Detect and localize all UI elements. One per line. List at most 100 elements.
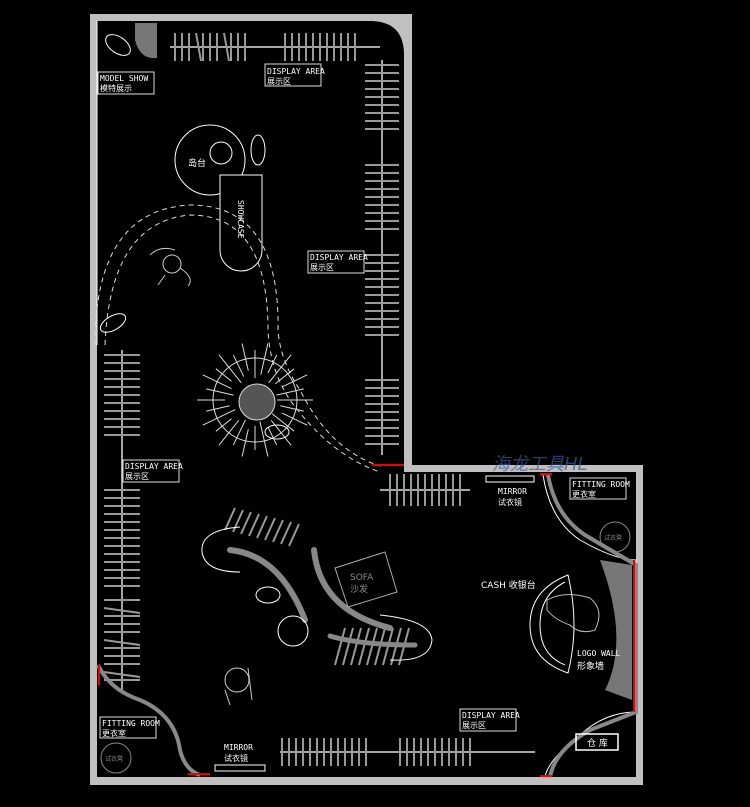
showcase <box>219 174 263 272</box>
label-mirror: MIRROR <box>224 743 253 752</box>
rack-bar <box>268 354 292 384</box>
rack-bar <box>215 418 232 432</box>
rack-bar <box>241 343 249 371</box>
rack-bar <box>202 409 236 426</box>
rack-bar <box>264 517 276 541</box>
mirror <box>214 764 266 772</box>
fitting-stool <box>100 742 132 774</box>
model-figure-icon <box>264 424 290 440</box>
rack-bar <box>267 354 278 374</box>
svg-text:更衣室: 更衣室 <box>102 728 126 738</box>
rack-bar <box>267 426 278 446</box>
cash-counter <box>529 574 575 674</box>
rack-bar <box>206 405 230 412</box>
label-sofa-cn: 沙发 <box>350 583 368 595</box>
rack-bar <box>288 523 300 547</box>
island-table <box>174 124 246 196</box>
rack-bar <box>260 343 269 375</box>
svg-text:展示区: 展示区 <box>125 472 149 481</box>
label-mirror: MIRROR <box>498 487 527 496</box>
rack-bar <box>223 32 230 62</box>
cash-counter-inner <box>539 581 566 666</box>
model-figure-icon <box>105 34 131 56</box>
svg-text:展示区: 展示区 <box>462 721 486 730</box>
rack-bar <box>280 405 304 412</box>
rack-bar <box>206 388 234 396</box>
rack-bar <box>281 374 308 388</box>
rack-bar <box>350 627 362 666</box>
rack-bar <box>334 627 346 666</box>
fitting-room-left-wall <box>96 664 210 777</box>
mirror <box>485 475 535 483</box>
label-sofa: SOFA <box>350 573 374 583</box>
rack-bar <box>232 419 246 446</box>
label-storage: 仓 库 <box>575 733 619 751</box>
svg-text:DISPLAY AREA: DISPLAY AREA <box>125 462 183 471</box>
rack-bar <box>272 519 284 543</box>
rack-bar <box>218 420 240 446</box>
rack-bar <box>218 354 242 384</box>
rack-bar <box>241 429 249 457</box>
label-model-show: MODEL SHOW 模特展示 <box>97 71 155 95</box>
rack-bar <box>281 412 308 426</box>
rack-bar <box>276 388 304 396</box>
island-inner-circle <box>209 141 233 165</box>
fitting-stool <box>599 521 631 553</box>
label-mirror-cn: 试衣镜 <box>498 497 522 507</box>
person-figure-icon <box>149 247 191 287</box>
label-display-area: DISPLAY AREA 展示区 <box>459 708 520 732</box>
rack-bar <box>358 627 370 666</box>
person-figure-icon <box>224 667 253 706</box>
model-show-platform <box>135 23 157 59</box>
svg-text:DISPLAY AREA: DISPLAY AREA <box>267 67 325 76</box>
label-stool: 试衣凳 <box>604 534 622 542</box>
rack-bar <box>366 627 378 666</box>
label-logo-wall: LOGO WALL <box>577 649 621 658</box>
svg-text:展示区: 展示区 <box>310 263 334 272</box>
rack-bar <box>232 354 245 377</box>
rack-bar <box>280 521 292 545</box>
svg-text:更衣室: 更衣室 <box>572 489 596 499</box>
label-stool: 试衣凳 <box>105 755 123 763</box>
svg-text:FITTING ROOM: FITTING ROOM <box>102 719 160 728</box>
rack-bar <box>103 607 141 614</box>
floor-path-dashed <box>104 214 381 473</box>
label-display-area: DISPLAY AREA 展示区 <box>307 250 368 274</box>
rack-bar <box>103 671 141 678</box>
rack-bar <box>256 515 268 539</box>
rack-bar <box>103 639 141 646</box>
round-display-stand <box>197 343 313 457</box>
rack-bar <box>259 421 269 457</box>
rack-bar <box>215 368 232 382</box>
label-fitting-room: FITTING ROOM 更衣室 <box>99 716 160 739</box>
fitting-room-right-wall <box>540 473 638 778</box>
rack-bar <box>270 420 292 446</box>
rack-bar <box>232 509 244 533</box>
rack-bar <box>195 32 202 62</box>
rack-bar <box>202 374 232 390</box>
svg-text:DISPLAY AREA: DISPLAY AREA <box>462 711 520 720</box>
rack-bar <box>248 513 260 537</box>
rack-bar <box>374 627 386 666</box>
floor-path-dashed <box>94 204 381 467</box>
svg-text:模特展示: 模特展示 <box>100 83 132 93</box>
label-showcase: SHOWCASE <box>236 200 245 239</box>
watermark: 海龙工具HL <box>492 454 588 475</box>
label-island: 岛台 <box>188 157 206 169</box>
label-display-area: DISPLAY AREA 展示区 <box>122 459 183 483</box>
rack-bar <box>240 511 252 535</box>
svg-text:FITTING ROOM: FITTING ROOM <box>572 480 630 489</box>
svg-text:展示区: 展示区 <box>267 77 291 86</box>
model-figure-icon <box>99 313 127 333</box>
label-cash: CASH 收银台 <box>481 579 536 591</box>
svg-text:仓 库: 仓 库 <box>587 737 608 749</box>
curved-shelves <box>201 526 433 661</box>
model-figure-icon <box>255 586 281 604</box>
rack-bar <box>271 413 295 432</box>
svg-text:MODEL SHOW: MODEL SHOW <box>100 74 148 83</box>
rack-bar <box>224 507 236 531</box>
rack-bar <box>275 368 295 385</box>
clothing-racks <box>103 32 535 766</box>
label-mirror-cn: 试衣镜 <box>224 753 248 763</box>
